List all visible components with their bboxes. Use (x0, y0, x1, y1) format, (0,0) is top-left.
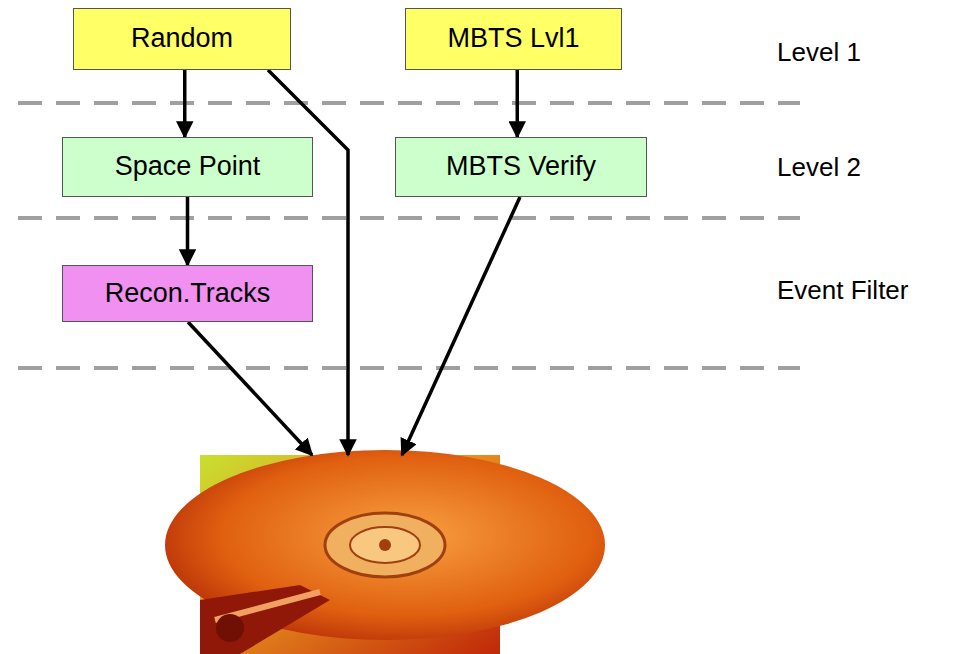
dashed-separators (18, 103, 800, 368)
box-label: MBTS Lvl1 (447, 24, 579, 54)
flow-arrow (516, 70, 520, 137)
filter-box: Recon.Tracks (62, 265, 313, 322)
level2-box: Space Point (62, 137, 313, 197)
arrows-to-storage (188, 70, 520, 455)
trigger-box: Random (73, 8, 291, 70)
stage-label: Level 1 (777, 37, 861, 68)
level2-box: MBTS Verify (395, 137, 647, 197)
box-label: Recon.Tracks (105, 279, 271, 309)
box-label: Space Point (115, 152, 261, 182)
stage-label: Level 2 (777, 152, 861, 183)
hard-disk-picture (165, 450, 605, 654)
flow-arrow (183, 70, 187, 137)
stage-label: Event Filter (777, 275, 909, 306)
trigger-box: MBTS Lvl1 (405, 8, 622, 70)
box-label: MBTS Verify (446, 152, 596, 182)
flow-arrow (186, 197, 190, 265)
box-label: Random (131, 24, 233, 54)
